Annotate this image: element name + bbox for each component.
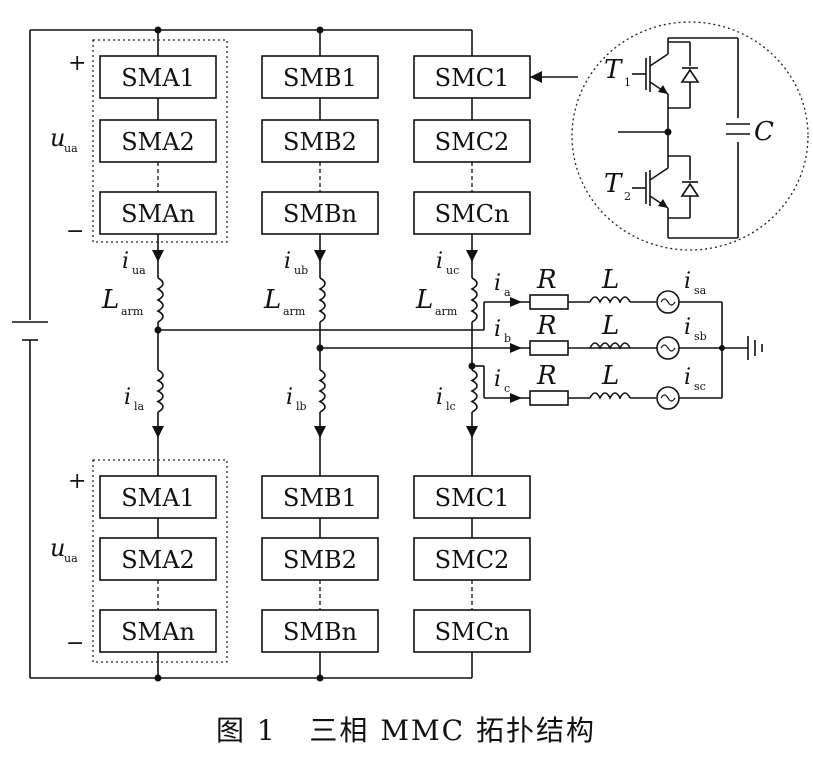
top-sma2-label: SMA2 (121, 128, 195, 156)
bottom-smbn-label: SMBn (283, 618, 357, 646)
bottom-smcn-label: SMCn (435, 618, 510, 646)
i-uc-sub: uc (446, 264, 459, 277)
t1-label: T (604, 55, 623, 85)
resistor-b (529, 340, 569, 356)
resistor-c (529, 390, 569, 406)
i-c-sub: c (504, 382, 510, 395)
bottom-u-sub: ua (64, 552, 78, 565)
load-branches (529, 290, 763, 410)
i-lb-sub: lb (296, 400, 307, 413)
i-ua-sub: ua (132, 264, 146, 277)
i-ua-label: i (122, 249, 129, 274)
i-sa-label: i (684, 269, 691, 294)
i-lb-label: i (286, 385, 293, 410)
top-u-sub: ua (64, 142, 78, 155)
i-ub-label: i (284, 249, 291, 274)
figure-caption: 图 1 三相 MMC 拓扑结构 (216, 714, 596, 747)
top-smcn-label: SMCn (435, 200, 510, 228)
i-uc-label: i (436, 249, 443, 274)
i-la-label: i (124, 385, 131, 410)
igbt-t1 (632, 38, 669, 132)
i-c-label: i (494, 367, 501, 392)
top-sman-label: SMAn (121, 200, 195, 228)
i-sa-sub: sa (694, 284, 707, 297)
i-b-sub: b (504, 332, 511, 345)
arm-current-labels: i ua i ub i uc L arm L arm L arm i la i … (101, 249, 459, 413)
l-arm-c-sub: arm (435, 305, 458, 318)
top-sma1-label: SMA1 (121, 64, 195, 92)
bottom-smb1-label: SMB1 (283, 484, 357, 512)
r-b-label: R (536, 311, 557, 341)
i-b-label: i (494, 317, 501, 342)
l-arm-a-sub: arm (121, 305, 144, 318)
i-sc-label: i (684, 365, 691, 390)
i-la-sub: la (134, 400, 145, 413)
l-arm-a-label: L (101, 285, 119, 315)
inductor-c (589, 392, 631, 400)
top-smc1-label: SMC1 (435, 64, 510, 92)
t1-sub: 1 (624, 76, 631, 89)
i-a-sub: a (504, 286, 511, 299)
i-sb-label: i (684, 315, 691, 340)
inductor-a (589, 296, 631, 304)
bottom-u-label: u (50, 534, 65, 562)
l-arm-b-sub: arm (283, 305, 306, 318)
bottom-minus-label: − (66, 631, 84, 656)
r-c-label: R (536, 361, 557, 391)
l-arm-c-label: L (415, 285, 433, 315)
t2-label: T (604, 169, 623, 199)
igbt-t2 (632, 132, 669, 238)
bottom-smc1-label: SMC1 (435, 484, 510, 512)
bottom-plus-label: + (68, 469, 86, 494)
inductor-b (589, 342, 631, 350)
i-sc-sub: sc (694, 380, 706, 393)
bottom-smb2-label: SMB2 (283, 546, 357, 574)
i-lc-label: i (436, 385, 443, 410)
bottom-smc2-label: SMC2 (435, 546, 510, 574)
top-arm-modules: SMA1 SMA2 SMAn SMB1 SMB2 SMBn SMC1 SMC2 … (99, 55, 531, 235)
diode-d1 (668, 41, 700, 109)
detail-circle (571, 21, 809, 251)
t2-sub: 2 (624, 190, 631, 203)
l-a-label: L (601, 265, 619, 295)
arm-inductors (156, 277, 478, 413)
ground-symbol (747, 336, 763, 360)
i-ub-sub: ub (294, 264, 308, 277)
load-labels: i a i b i c R R R L L L i sa i sb i sc (494, 265, 707, 395)
top-smb2-label: SMB2 (283, 128, 357, 156)
diode-d2 (668, 155, 700, 219)
arm-voltage-labels: + u ua − + u ua − (50, 51, 86, 656)
i-sb-sub: sb (694, 330, 707, 343)
bottom-sma2-label: SMA2 (121, 546, 195, 574)
bottom-sma1-label: SMA1 (121, 484, 195, 512)
resistor-a (529, 294, 569, 310)
dc-bus (12, 26, 472, 682)
l-arm-b-label: L (263, 285, 281, 315)
top-arm-a-group (92, 39, 228, 243)
i-lc-sub: lc (446, 400, 456, 413)
bottom-arm-a-group (92, 459, 228, 663)
top-smb1-label: SMB1 (283, 64, 357, 92)
submodule-detail: C T 1 (530, 21, 809, 251)
i-a-label: i (494, 271, 501, 296)
l-b-label: L (601, 311, 619, 341)
r-a-label: R (536, 265, 557, 295)
bottom-arm-modules: SMA1 SMA2 SMAn SMB1 SMB2 SMBn SMC1 SMC2 … (99, 475, 531, 653)
top-plus-label: + (68, 51, 86, 76)
top-smc2-label: SMC2 (435, 128, 510, 156)
top-u-label: u (50, 124, 65, 152)
top-minus-label: − (66, 219, 84, 244)
bottom-sman-label: SMAn (121, 618, 195, 646)
detail-pointer-arrow (530, 71, 542, 83)
arm-current-arrows (152, 250, 478, 438)
capacitor-label: C (754, 117, 774, 147)
top-smbn-label: SMBn (283, 200, 357, 228)
l-c-label: L (601, 361, 619, 391)
